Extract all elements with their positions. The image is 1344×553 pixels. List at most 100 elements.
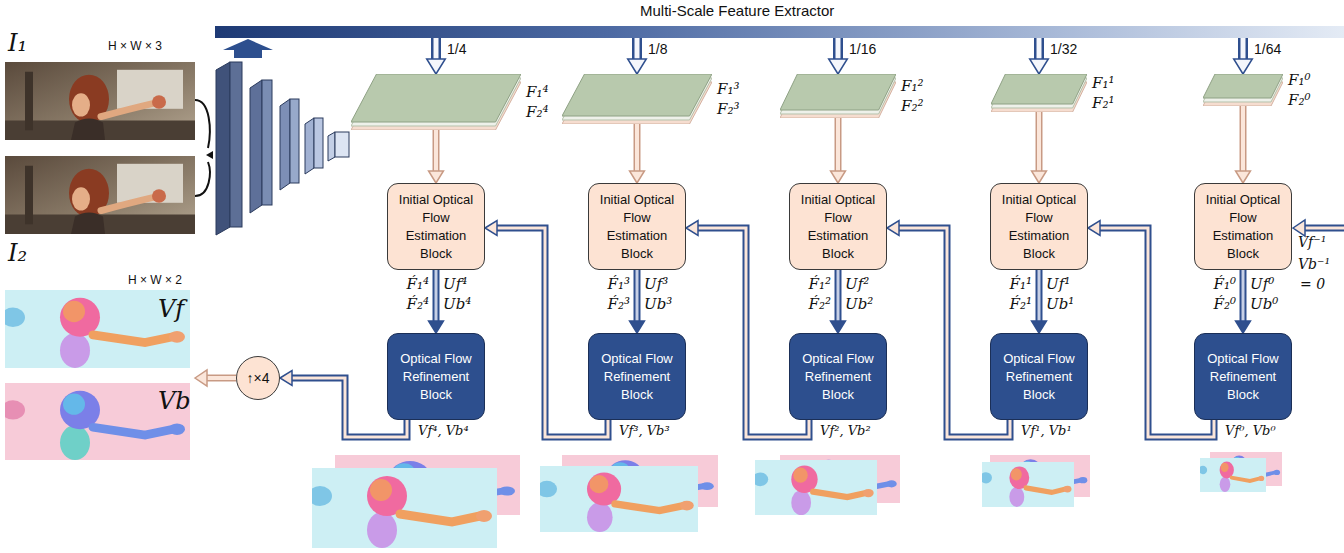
illustration-part [1, 290, 190, 368]
input-arrows [195, 100, 210, 196]
node-text: Initial Optical Flow Estimation Block [595, 191, 679, 263]
flow-previews [308, 452, 1282, 548]
annotation-label: F́₁⁰ [1214, 276, 1236, 293]
illustration-part [195, 162, 210, 196]
annotation-label: F́₁¹ [1010, 276, 1032, 293]
illustration-part [314, 118, 323, 168]
output-images [1, 290, 190, 460]
illustration-part [1304, 225, 1344, 232]
illustration-part [752, 460, 877, 515]
annotation-label: Ub⁰ [1250, 296, 1278, 313]
refinement-block: Optical Flow Refinement Block [387, 333, 485, 420]
flow-arrow [1032, 112, 1047, 183]
annotation-label: Vb [158, 388, 191, 416]
illustration-part [305, 118, 314, 174]
flow-arrow [831, 270, 846, 333]
feature-label: F₂² [901, 97, 923, 115]
node-text: Optical Flow Refinement Block [796, 350, 880, 404]
illustration-part [335, 132, 349, 157]
feature-map: F₁⁴F₂⁴ [351, 74, 521, 130]
annotation-label: Vf¹, Vb¹ [1021, 424, 1072, 439]
initial-flow-input [1293, 220, 1344, 236]
refinement-block: Optical Flow Refinement Block [1194, 333, 1292, 420]
feature-map: F₁¹F₂¹ [991, 74, 1087, 112]
annotation-label: F́₁² [809, 276, 831, 293]
refinement-block: Optical Flow Refinement Block [990, 333, 1088, 420]
flow-arrow [630, 270, 645, 333]
annotation-label: Vf², Vb² [820, 424, 871, 439]
node-text: Initial Optical Flow Estimation Block [394, 191, 478, 263]
illustration-part [5, 156, 195, 234]
feature-label: F₁⁰ [1288, 71, 1310, 89]
illustration-part [250, 80, 262, 213]
flow-arrow [831, 118, 846, 183]
annotation-label: Vf [158, 296, 184, 324]
extractor-arrow [223, 39, 273, 58]
annotation-label: I₁ [8, 30, 27, 58]
feature-label: F₁¹ [1092, 74, 1114, 92]
feature-slab [780, 74, 896, 118]
illustration-part [1199, 458, 1266, 492]
estimation-block: Initial Optical Flow Estimation Block [588, 183, 686, 270]
feature-label: F₁⁴ [526, 83, 548, 101]
annotation-label: Ub³ [644, 296, 672, 313]
node-text: Initial Optical Flow Estimation Block [1201, 191, 1285, 263]
illustration-part [537, 466, 698, 532]
feature-extractor-band: Multi-Scale Feature Extractor [215, 26, 1344, 38]
annotation-label: H × W × 2 [128, 274, 182, 288]
node-text: Optical Flow Refinement Block [394, 350, 478, 404]
feature-map: F₁³F₂³ [562, 74, 712, 124]
scale-label: 1/32 [1048, 41, 1079, 57]
illustration-part [1, 383, 190, 460]
node-text: ↑×4 [247, 370, 270, 386]
estimation-block: Initial Optical Flow Estimation Block [387, 183, 485, 270]
annotation-label: Vf⁻¹ [1298, 234, 1326, 250]
scale-label: 1/8 [646, 41, 669, 57]
feature-map: F₁²F₂² [780, 74, 896, 118]
annotation-label: Uf² [845, 276, 869, 293]
flow-arrow [1236, 270, 1251, 333]
annotation-label: F́₂³ [608, 296, 630, 313]
annotation-label: Vf⁴, Vb⁴ [418, 424, 469, 439]
illustration-part [280, 99, 290, 190]
band-title: Multi-Scale Feature Extractor [640, 2, 834, 19]
illustration-part [308, 468, 497, 548]
annotation-label: I₂ [8, 240, 27, 268]
input-images [5, 62, 195, 234]
illustration-part [195, 370, 207, 386]
illustration-part [1293, 220, 1305, 236]
node-text: Initial Optical Flow Estimation Block [997, 191, 1081, 263]
flow-arrow [429, 270, 444, 333]
cnn-layers [216, 62, 349, 235]
illustration-part [328, 132, 335, 161]
annotation-label: Ub² [845, 296, 873, 313]
scale-label: 1/64 [1252, 41, 1283, 57]
annotation-label: Uf⁰ [1250, 276, 1274, 293]
annotation-label: Vf⁰, Vb⁰ [1225, 424, 1276, 439]
illustration-part [206, 376, 236, 380]
feature-label: F₂⁴ [526, 103, 548, 121]
illustration-part [206, 375, 236, 382]
upsample-arrow [195, 370, 236, 386]
annotation-label: Uf³ [644, 276, 668, 293]
feature-slab [562, 74, 712, 124]
feature-slab [351, 74, 521, 130]
feature-label: F₂³ [717, 100, 739, 118]
flow-arrow [829, 38, 848, 74]
refinement-block: Optical Flow Refinement Block [789, 333, 887, 420]
annotation-label: F́₁⁴ [407, 276, 429, 293]
illustration-part [980, 462, 1074, 507]
annotation-label: F́₂⁰ [1214, 296, 1236, 313]
annotation-label: Vb⁻¹ [1298, 256, 1330, 272]
annotation-label: F́₂¹ [1010, 296, 1032, 313]
feature-label: F₁² [901, 77, 923, 95]
annotation-label: Uf⁴ [443, 276, 467, 293]
illustration-part [216, 62, 230, 235]
annotation-label: = 0 [1300, 276, 1325, 292]
illustration-part [1304, 227, 1344, 230]
illustration-part [230, 62, 242, 227]
flow-arrow [628, 38, 647, 74]
upsample-circle: ↑×4 [236, 356, 280, 400]
illustration-part [262, 80, 272, 205]
